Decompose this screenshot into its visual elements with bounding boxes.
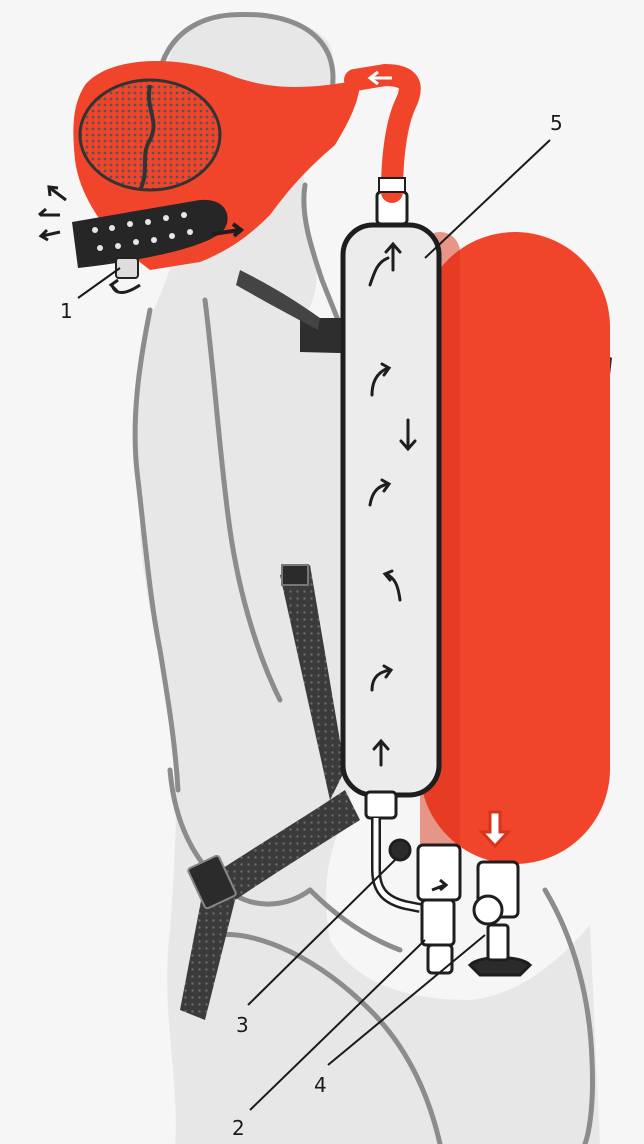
pressure-gauge xyxy=(390,840,410,860)
canister-body xyxy=(343,225,439,795)
callout-1: 1 xyxy=(60,299,73,323)
callout-2: 2 xyxy=(232,1116,245,1140)
callout-3: 3 xyxy=(236,1013,249,1037)
exhale-arrows xyxy=(39,187,66,240)
canister-bottom-fitting xyxy=(366,792,396,818)
air-cylinder xyxy=(420,232,610,864)
callout-5: 5 xyxy=(550,111,563,135)
return-arrow xyxy=(111,280,140,293)
strap-buckle-upper xyxy=(282,565,308,585)
breathing-hose xyxy=(355,75,410,192)
reducer-valve xyxy=(418,845,460,900)
canister xyxy=(343,192,439,818)
callout-4: 4 xyxy=(314,1073,327,1097)
hose-connector xyxy=(379,178,405,192)
